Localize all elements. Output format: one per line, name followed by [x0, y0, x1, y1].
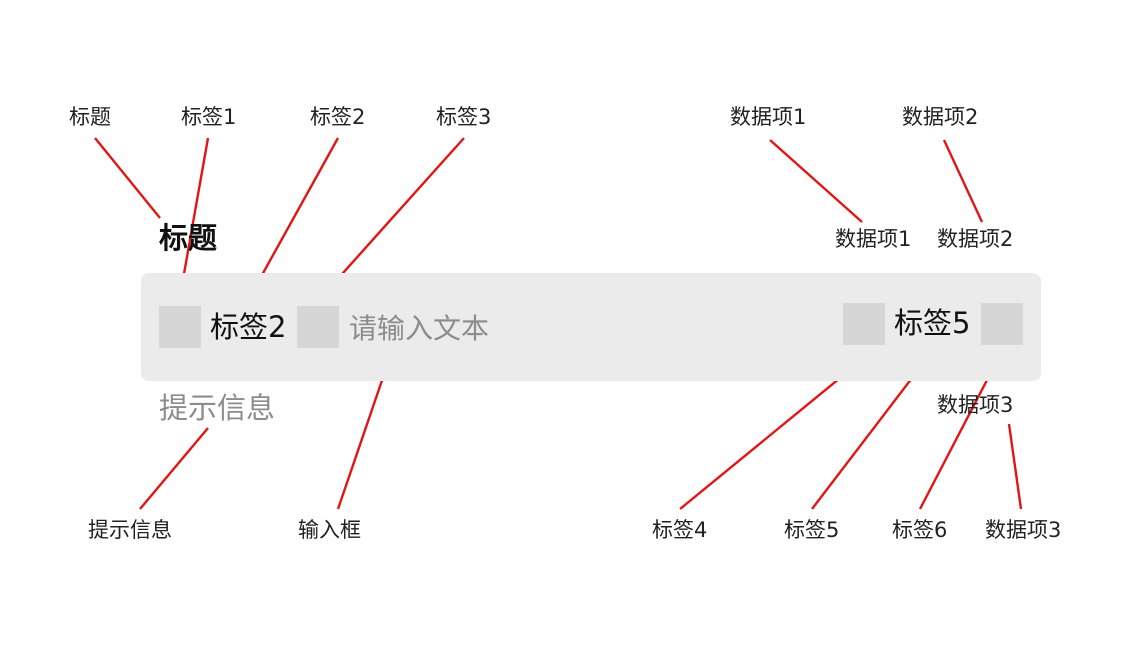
leader-tag6 — [918, 356, 1001, 510]
annotation-tag1: 标签1 — [181, 105, 237, 129]
annotation-data3: 数据项3 — [985, 518, 1062, 542]
annotation-data1: 数据项1 — [730, 105, 807, 129]
leader-data3 — [1007, 423, 1023, 510]
leader-data1 — [769, 139, 863, 223]
tag1-square[interactable] — [159, 306, 201, 348]
annotation-hint: 提示信息 — [88, 518, 172, 542]
leader-data2 — [942, 139, 984, 223]
component-title: 标题 — [159, 221, 218, 255]
annotation-tag6: 标签6 — [892, 518, 948, 542]
data-item-2: 数据项2 — [937, 227, 1014, 251]
tag3-square[interactable] — [297, 306, 339, 348]
tag2-label: 标签2 — [210, 310, 287, 344]
annotation-title: 标题 — [69, 105, 111, 129]
hint-text: 提示信息 — [159, 391, 276, 425]
leader-tag5 — [811, 356, 929, 510]
tag6-square[interactable] — [981, 303, 1023, 345]
annotation-input: 输入框 — [298, 518, 361, 542]
text-input[interactable] — [349, 308, 649, 348]
tag5-label: 标签5 — [894, 306, 971, 340]
annotation-tag2: 标签2 — [310, 105, 366, 129]
leader-tag4 — [679, 359, 863, 510]
data-item-3: 数据项3 — [937, 393, 1014, 417]
annotation-tag3: 标签3 — [436, 105, 492, 129]
leader-title — [94, 137, 161, 219]
annotation-data2: 数据项2 — [902, 105, 979, 129]
annotation-tag4: 标签4 — [652, 518, 708, 542]
annotation-tag5: 标签5 — [784, 518, 840, 542]
data-item-1: 数据项1 — [835, 227, 912, 251]
leader-hint — [139, 427, 209, 510]
tag4-square[interactable] — [843, 303, 885, 345]
leader-input — [336, 356, 392, 510]
